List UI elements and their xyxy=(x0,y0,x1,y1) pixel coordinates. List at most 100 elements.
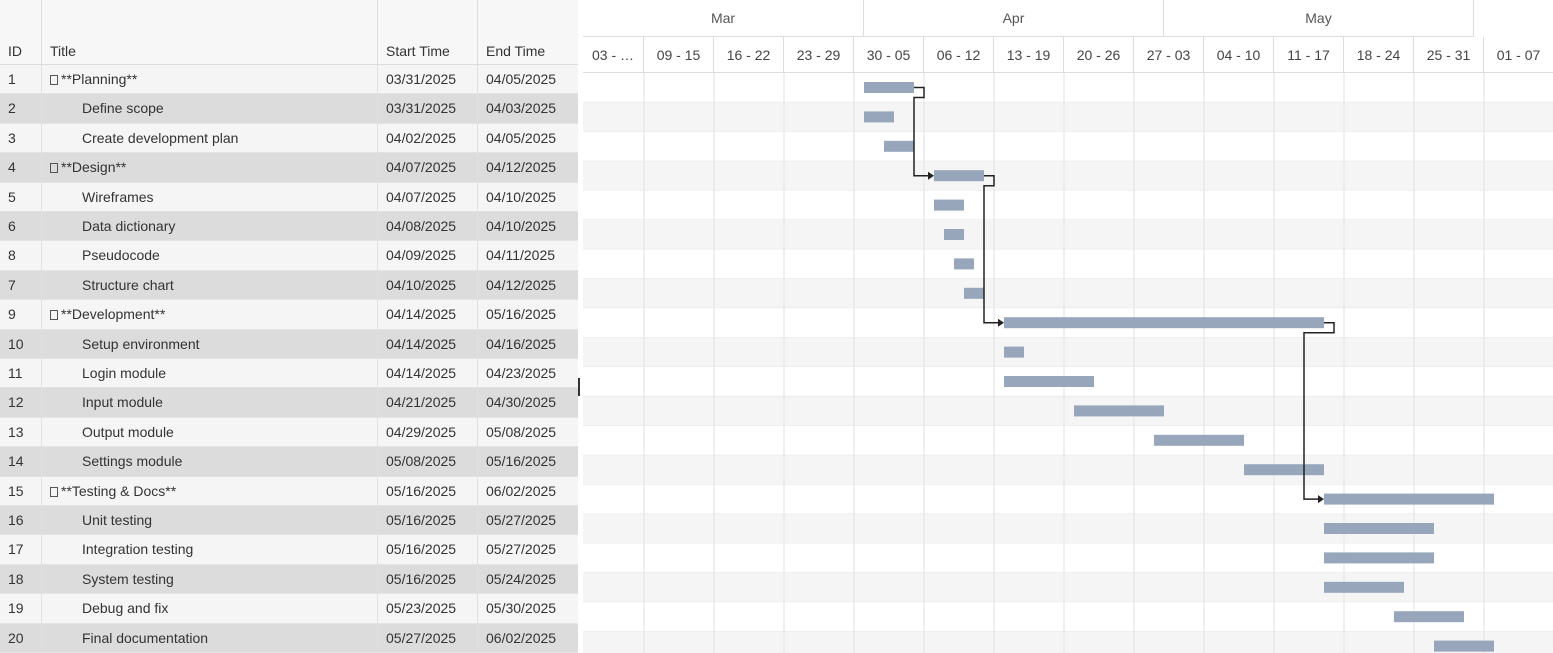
task-bar[interactable] xyxy=(1324,523,1434,534)
task-id-cell: 4 xyxy=(0,153,42,182)
task-title-cell: Create development plan xyxy=(42,123,378,153)
task-id-cell: 13 xyxy=(0,417,42,447)
task-title-cell: Wireframes xyxy=(42,182,378,211)
task-title-cell: **Development** xyxy=(42,300,378,329)
task-bar[interactable] xyxy=(864,111,894,123)
task-bar[interactable] xyxy=(864,82,914,93)
gantt-canvas xyxy=(583,73,1553,653)
column-header-end[interactable]: End Time xyxy=(478,0,578,65)
task-title-cell: **Design** xyxy=(42,153,378,182)
task-end-cell: 05/16/2025 xyxy=(486,306,557,323)
chart-row-bg xyxy=(583,572,1553,603)
column-header-start[interactable]: Start Time xyxy=(378,0,478,65)
task-bar[interactable] xyxy=(1244,464,1324,476)
week-header-cell: 20 - 26 xyxy=(1064,37,1134,73)
task-bar[interactable] xyxy=(1154,434,1244,446)
column-header-title[interactable]: Title xyxy=(42,0,378,65)
task-bar[interactable] xyxy=(1324,493,1494,505)
task-bar[interactable] xyxy=(944,229,964,240)
task-end-cell: 04/16/2025 xyxy=(486,335,557,352)
task-title: Setup environment xyxy=(82,335,200,352)
task-id-cell: 6 xyxy=(0,212,42,241)
task-bar[interactable] xyxy=(934,199,964,211)
task-row[interactable]: 4**Design**04/07/2025 04/12/2025 xyxy=(0,153,578,183)
task-id-cell: 12 xyxy=(0,388,42,417)
task-title-cell: Unit testing xyxy=(42,506,378,535)
column-header-title-label: Title xyxy=(50,43,76,59)
collapse-toggle-icon[interactable] xyxy=(50,75,58,85)
column-header-end-label: End Time xyxy=(486,43,546,59)
task-start-cell: 05/16/2025 xyxy=(378,535,478,564)
task-title-cell: Setup environment xyxy=(42,329,378,358)
task-title-cell: Pseudocode xyxy=(42,241,378,270)
grid-splitter-handle[interactable] xyxy=(578,378,580,396)
task-end-cell: 04/11/2025 xyxy=(486,247,556,264)
task-id-cell: 20 xyxy=(0,623,42,652)
task-title: Structure chart xyxy=(82,276,174,293)
task-bar[interactable] xyxy=(1004,346,1024,358)
task-title: Settings module xyxy=(82,453,183,470)
task-bar[interactable] xyxy=(1074,405,1164,417)
task-id-cell: 9 xyxy=(0,300,42,329)
task-bar[interactable] xyxy=(1004,376,1094,387)
chart-row-bg xyxy=(583,161,1553,191)
task-end-cell: 04/05/2025 xyxy=(486,71,557,87)
week-header-cell: 16 - 22 xyxy=(714,37,784,73)
task-bar[interactable] xyxy=(884,140,914,152)
chart-row-bg xyxy=(583,278,1553,309)
task-start-cell: 05/23/2025 xyxy=(378,594,478,623)
collapse-toggle-icon[interactable] xyxy=(50,486,58,497)
task-bar[interactable] xyxy=(934,170,984,182)
chart-row-bg xyxy=(583,102,1553,132)
chart-row-bg xyxy=(583,131,1553,162)
task-bar[interactable] xyxy=(1434,640,1494,652)
collapse-toggle-icon[interactable] xyxy=(50,310,58,321)
task-title-cell: Data dictionary xyxy=(42,212,378,241)
task-bar[interactable] xyxy=(1324,552,1434,564)
task-start-cell: 04/29/2025 xyxy=(378,417,478,447)
task-end-cell: 05/08/2025 xyxy=(486,423,557,440)
task-start-cell: 04/10/2025 xyxy=(378,270,478,300)
task-end-cell: 04/12/2025 xyxy=(486,159,557,176)
collapse-toggle-icon[interactable] xyxy=(50,163,58,174)
task-bar[interactable] xyxy=(1394,611,1464,623)
task-id-cell: 17 xyxy=(0,535,42,564)
task-bar[interactable] xyxy=(1324,581,1404,593)
task-bar[interactable] xyxy=(954,258,974,270)
column-header-id[interactable]: ID xyxy=(0,0,42,65)
chart-row-bg xyxy=(583,425,1553,456)
task-title-cell: Integration testing xyxy=(42,535,378,564)
task-bar[interactable] xyxy=(964,287,984,299)
task-end-cell: 04/10/2025 xyxy=(486,188,557,205)
task-end-cell: 05/24/2025 xyxy=(486,570,557,587)
task-bar[interactable] xyxy=(1004,317,1324,329)
task-id-cell: 15 xyxy=(0,476,42,505)
task-title-cell: **Planning** xyxy=(42,65,378,94)
chart-row-bg xyxy=(583,220,1553,250)
task-title: Pseudocode xyxy=(82,247,160,264)
task-end-cell: 04/03/2025 xyxy=(486,100,557,117)
task-start-cell: 05/16/2025 xyxy=(378,564,478,594)
task-title: Input module xyxy=(82,394,163,411)
task-start-cell: 04/07/2025 xyxy=(378,153,478,182)
